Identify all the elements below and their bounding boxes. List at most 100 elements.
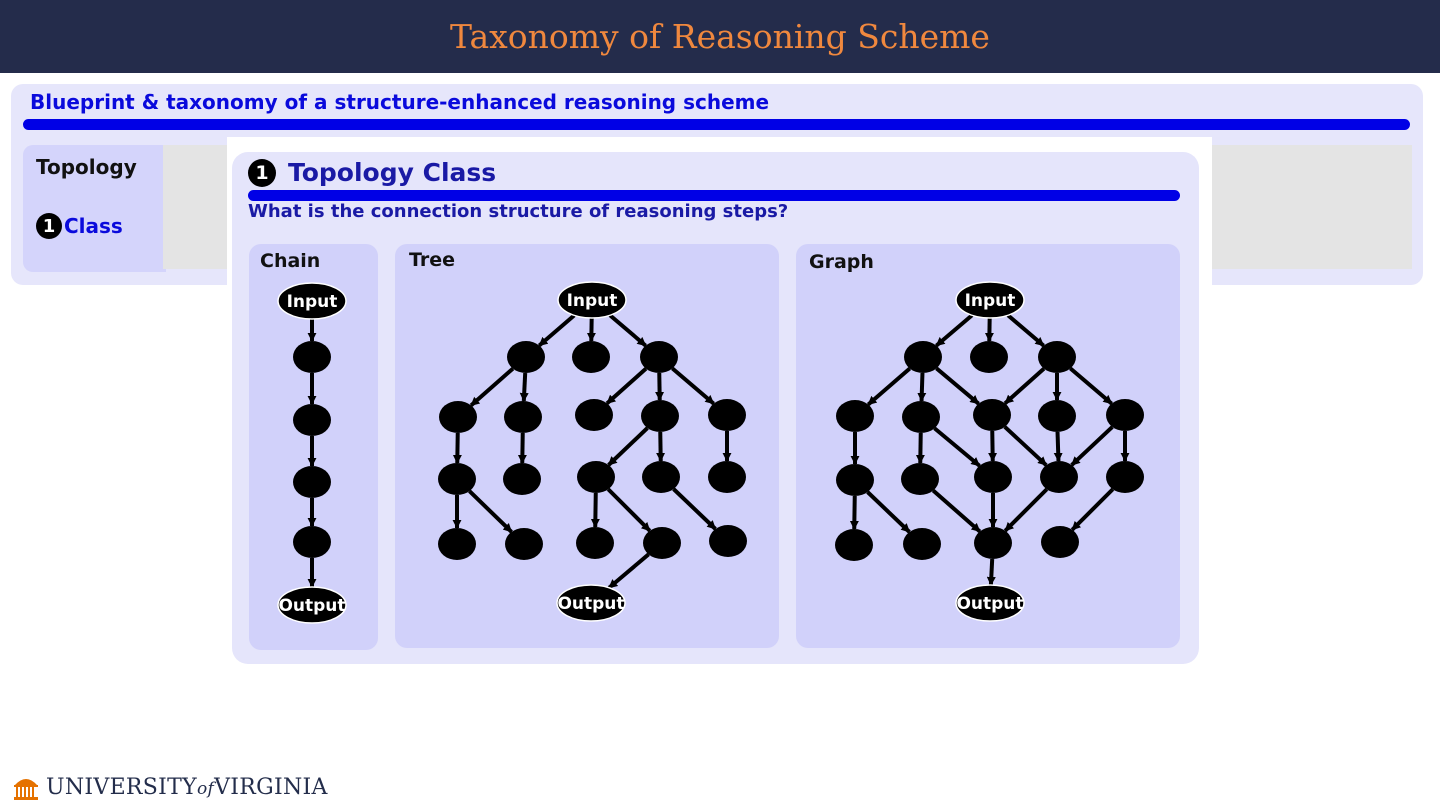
blueprint-rule: [23, 119, 1410, 130]
edge-arrow: [1003, 367, 1046, 405]
edge-arrow: [672, 487, 717, 531]
step-node: [439, 401, 477, 433]
edge-arrow: [849, 495, 859, 530]
step-node: [901, 463, 939, 495]
edge-arrow: [1070, 425, 1114, 467]
edge-arrow: [671, 366, 715, 406]
number-one-badge-icon: 1: [248, 158, 276, 187]
page-title: Taxonomy of Reasoning Scheme: [450, 17, 990, 56]
blueprint-title: Blueprint & taxonomy of a structure-enha…: [30, 90, 770, 114]
rotunda-icon: [14, 779, 38, 800]
edge-arrow: [469, 367, 515, 407]
step-node: [438, 463, 476, 495]
edge-arrow: [866, 366, 912, 407]
input-node: [277, 282, 347, 320]
output-node-label: Output: [278, 596, 345, 616]
step-node: [836, 464, 874, 496]
edge-arrow: [866, 490, 911, 534]
edge-arrow: [606, 487, 652, 533]
edge-arrow: [1069, 366, 1113, 406]
graph-label: Graph: [809, 251, 874, 273]
topology-class-title: 1 Topology Class: [248, 158, 496, 187]
step-node: [642, 461, 680, 493]
university-name: UNIVERSITYofVIRGINIA: [46, 774, 328, 800]
step-node: [902, 401, 940, 433]
step-node: [974, 527, 1012, 559]
step-node: [1041, 526, 1079, 558]
card-rule: [248, 190, 1180, 201]
input-node: [557, 281, 627, 319]
step-node: [575, 399, 613, 431]
step-node: [708, 399, 746, 431]
step-node: [970, 341, 1008, 373]
step-node: [835, 529, 873, 561]
step-node: [708, 461, 746, 493]
edge-arrow: [1006, 313, 1045, 348]
edge-arrow: [935, 366, 980, 406]
edge-arrow: [608, 313, 647, 348]
step-node: [1038, 400, 1076, 432]
edge-arrow: [986, 558, 996, 586]
edge-arrow: [605, 367, 648, 405]
step-node: [641, 400, 679, 432]
edge-arrow: [590, 492, 600, 528]
edge-arrow: [468, 489, 513, 534]
step-node: [504, 401, 542, 433]
step-node: [643, 527, 681, 559]
output-node: [277, 586, 347, 624]
topology-label: Topology: [36, 155, 137, 179]
step-node: [1106, 399, 1144, 431]
edge-arrow: [537, 313, 576, 348]
input-node: [955, 281, 1025, 319]
step-node: [1106, 461, 1144, 493]
step-node: [836, 400, 874, 432]
class-label-text: Class: [64, 214, 123, 238]
edge-arrow: [917, 372, 927, 402]
step-node: [640, 341, 678, 373]
input-node-label: Input: [287, 292, 338, 312]
edge-arrow: [933, 426, 981, 468]
step-node: [576, 527, 614, 559]
step-node: [903, 528, 941, 560]
topology-side-panel: [23, 145, 166, 272]
step-node: [973, 399, 1011, 431]
step-node: [293, 341, 331, 373]
edge-arrow: [935, 313, 974, 348]
edge-arrow: [1003, 487, 1049, 533]
output-node-label: Output: [956, 594, 1023, 614]
card-question: What is the connection structure of reas…: [248, 201, 789, 222]
edge-arrow: [519, 372, 529, 402]
step-node: [1038, 341, 1076, 373]
edge-arrow: [1070, 487, 1115, 532]
step-node: [293, 404, 331, 436]
university-logo: UNIVERSITYofVIRGINIA: [12, 773, 328, 801]
input-node-label: Input: [965, 291, 1016, 311]
output-node: [955, 584, 1025, 622]
edge-arrow: [607, 426, 649, 467]
step-node: [507, 341, 545, 373]
number-one-badge-icon: 1: [36, 213, 62, 239]
edge-arrow: [607, 552, 650, 590]
step-node: [577, 461, 615, 493]
output-node: [556, 584, 626, 622]
step-node: [709, 525, 747, 557]
title-bar: Taxonomy of Reasoning Scheme: [0, 0, 1440, 73]
input-node-label: Input: [567, 291, 618, 311]
tree-label: Tree: [409, 249, 456, 271]
step-node: [503, 463, 541, 495]
edge-arrow: [1053, 431, 1063, 462]
edge-arrow: [1003, 425, 1048, 467]
step-node: [1040, 461, 1078, 493]
chain-label: Chain: [260, 250, 321, 272]
topology-class-title-text: Topology Class: [288, 158, 497, 187]
step-node: [505, 528, 543, 560]
step-node: [293, 466, 331, 498]
step-node: [974, 461, 1012, 493]
step-node: [438, 528, 476, 560]
step-node: [293, 526, 331, 558]
step-node: [572, 341, 610, 373]
output-node-label: Output: [557, 594, 624, 614]
class-label: 1 Class: [36, 213, 123, 239]
edge-arrow: [931, 489, 982, 533]
